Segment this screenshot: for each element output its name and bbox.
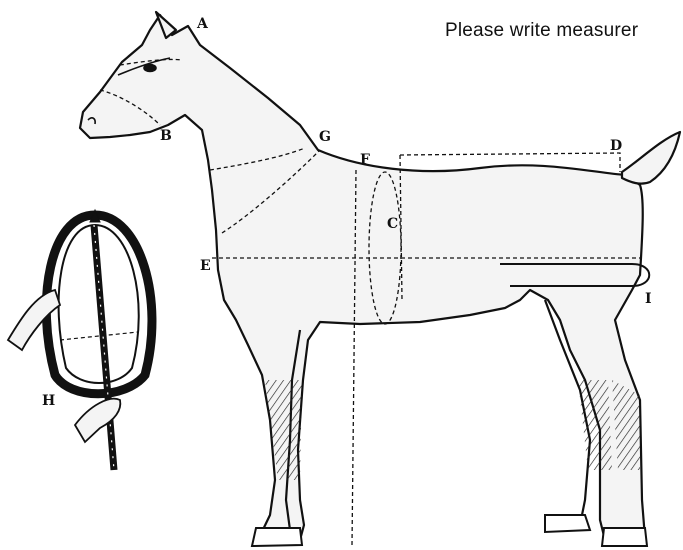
horse-body — [80, 15, 645, 540]
horse-hooves — [252, 515, 647, 546]
label-d: D — [610, 138, 622, 154]
bridle-illustration — [8, 210, 152, 470]
label-a: A — [196, 16, 209, 32]
horse-leg-markings — [265, 380, 640, 480]
label-g: G — [319, 129, 331, 145]
label-e: E — [200, 258, 211, 274]
label-b: B — [160, 128, 172, 144]
horse-tail — [622, 132, 680, 184]
label-f: F — [360, 152, 370, 168]
label-i: I — [645, 291, 652, 307]
label-h: H — [42, 393, 55, 409]
label-c: C — [387, 216, 398, 232]
